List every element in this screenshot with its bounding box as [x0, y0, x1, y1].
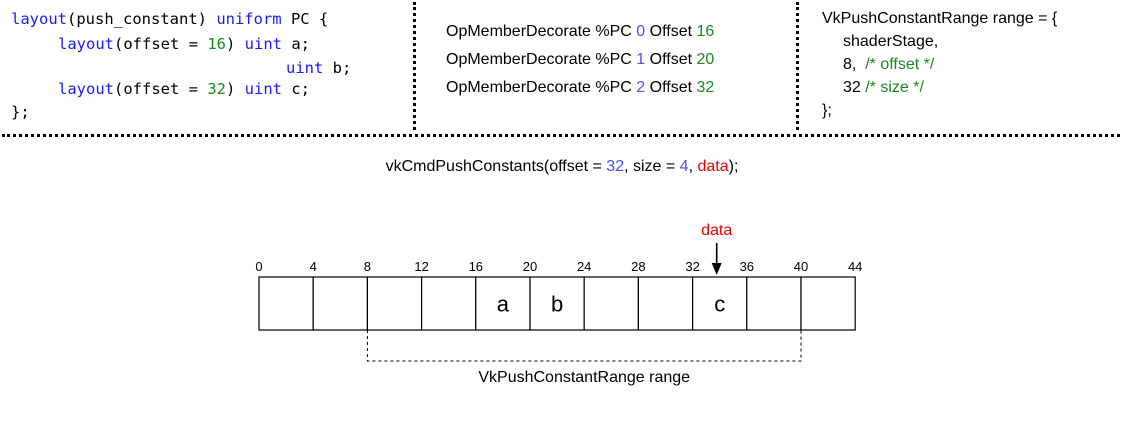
glsl-line-1: layout(push_constant) uniform PC {: [11, 10, 328, 28]
glsl-keyword: layout: [58, 35, 114, 53]
glsl-keyword: layout: [58, 80, 114, 98]
glsl-text: ): [226, 35, 245, 53]
offset-tick-label: 0: [255, 259, 262, 274]
memory-cell: [746, 276, 802, 331]
vk-range-line-1: VkPushConstantRange range = {: [822, 10, 1058, 27]
glsl-line-2: layout(offset = 16) uint a;: [58, 35, 310, 53]
memory-cell: [421, 276, 477, 331]
offset-tick-label: 40: [794, 259, 808, 274]
separator-vertical-right: [796, 2, 799, 130]
glsl-text: PC {: [281, 10, 329, 28]
offset-tick-label: 20: [523, 259, 537, 274]
memory-cell: [366, 276, 423, 331]
spirv-text: Offset: [645, 51, 697, 68]
spirv-line-3: OpMemberDecorate %PC 2 Offset 32: [446, 79, 714, 97]
data-arrow-head: [711, 263, 722, 275]
offset-tick-label: 28: [631, 259, 645, 274]
glsl-keyword: layout: [11, 10, 67, 28]
vk-range-offset-value: 8,: [843, 56, 866, 73]
call-size-value: 4: [679, 158, 689, 175]
glsl-line-3: uint b;: [286, 59, 351, 77]
offset-tick-label: 32: [685, 259, 699, 274]
separator-vertical-left: [413, 2, 416, 130]
call-offset-value: 32: [606, 158, 625, 175]
vk-range-line-3: 8, /* offset */: [843, 56, 934, 74]
glsl-text: c;: [282, 80, 310, 98]
spirv-text: OpMemberDecorate %PC: [446, 79, 637, 96]
spirv-line-1: OpMemberDecorate %PC 0 Offset 16: [446, 23, 714, 41]
range-label: VkPushConstantRange range: [478, 369, 690, 386]
glsl-text: (offset =: [114, 80, 208, 98]
offset-tick-label: 8: [364, 259, 371, 274]
memory-cell: [637, 276, 694, 331]
call-text: );: [728, 158, 739, 175]
spirv-offset: 16: [696, 23, 715, 40]
memory-cell-label: a: [497, 292, 510, 317]
vk-range-line-2: shaderStage,: [843, 33, 939, 50]
push-constants-call: vkCmdPushConstants(offset = 32, size = 4…: [0, 158, 1124, 176]
memory-cell-label: b: [551, 292, 563, 317]
glsl-line-4: layout(offset = 32) uint c;: [58, 80, 310, 98]
glsl-text: b;: [323, 59, 352, 77]
glsl-text: (offset =: [114, 35, 208, 53]
glsl-keyword: uint: [286, 59, 324, 77]
glsl-text: (push_constant): [67, 10, 217, 28]
memory-cell: [691, 276, 748, 331]
offset-tick-label: 16: [469, 259, 483, 274]
memory-cell: [583, 276, 640, 331]
spirv-member-index: 0: [636, 23, 646, 40]
range-bracket: [366, 330, 802, 362]
spirv-text: OpMemberDecorate %PC: [446, 51, 637, 68]
offset-tick-label: 36: [740, 259, 754, 274]
offset-tick-label: 44: [848, 259, 862, 274]
vk-range-comment: /* offset */: [865, 56, 935, 73]
spirv-line-2: OpMemberDecorate %PC 1 Offset 20: [446, 51, 714, 69]
call-data-arg: data: [697, 158, 729, 175]
separator-horizontal: [2, 134, 1120, 137]
offset-tick-label: 12: [414, 259, 428, 274]
memory-cell-label: c: [714, 292, 725, 317]
vk-range-line-4: 32 /* size */: [843, 79, 924, 97]
spirv-offset: 20: [696, 51, 715, 68]
offset-tick-label: 24: [577, 259, 591, 274]
data-label: data: [701, 222, 732, 239]
call-text: , size =: [624, 158, 680, 175]
memory-cell: [475, 276, 531, 331]
glsl-keyword: uniform: [216, 10, 282, 28]
vk-range-comment: /* size */: [865, 79, 924, 96]
memory-cell: [312, 276, 369, 331]
glsl-line-5: };: [11, 103, 30, 121]
call-text: ,: [688, 158, 698, 175]
spirv-text: Offset: [645, 79, 697, 96]
glsl-text: a;: [282, 35, 310, 53]
call-text: vkCmdPushConstants(offset =: [385, 158, 607, 175]
vk-range-line-5: };: [822, 102, 832, 119]
memory-cell: [529, 276, 585, 331]
vk-range-size-value: 32: [843, 79, 866, 96]
memory-cell: [258, 276, 314, 331]
memory-cell: [800, 276, 856, 331]
spirv-member-index: 2: [636, 79, 646, 96]
spirv-member-index: 1: [636, 51, 646, 68]
glsl-keyword: uint: [244, 80, 282, 98]
spirv-text: Offset: [645, 23, 697, 40]
spirv-offset: 32: [696, 79, 715, 96]
offset-tick-label: 4: [310, 259, 317, 274]
glsl-number: 16: [207, 35, 226, 53]
glsl-number: 32: [207, 80, 226, 98]
glsl-text: ): [226, 80, 245, 98]
glsl-keyword: uint: [244, 35, 282, 53]
spirv-text: OpMemberDecorate %PC: [446, 23, 637, 40]
